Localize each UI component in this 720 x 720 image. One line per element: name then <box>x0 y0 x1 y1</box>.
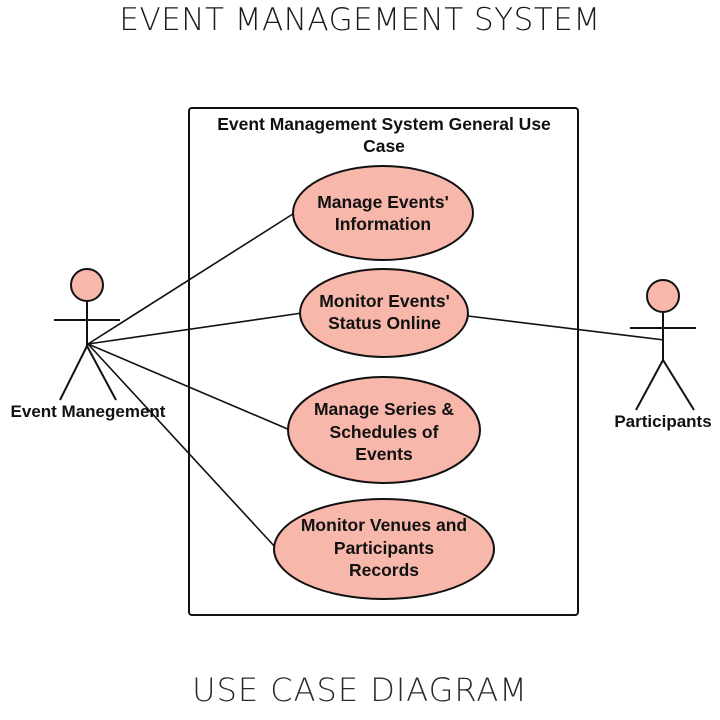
use-case-ellipse[interactable] <box>292 165 474 261</box>
page-title: EVENT MANAGEMENT SYSTEM <box>119 2 601 38</box>
association-line <box>87 343 277 549</box>
actor-left-leg <box>59 345 88 401</box>
association-line <box>87 211 297 345</box>
actor-event-management[interactable] <box>54 268 120 401</box>
use-case-ellipse[interactable] <box>299 268 469 358</box>
use-case-ellipse[interactable] <box>287 376 481 484</box>
actor-participants[interactable] <box>630 279 696 411</box>
system-title: Event Management System General Use Case <box>217 114 551 156</box>
actor-label-left: Event Manegement <box>10 402 166 421</box>
actor-label-right: Participants <box>614 412 712 431</box>
association-line <box>467 315 665 341</box>
use-case-ellipse[interactable] <box>273 498 495 600</box>
association-line <box>87 312 303 345</box>
use-case-label: Monitor Events' Status Online <box>319 290 450 334</box>
use-case-label: Manage Series & Schedules of Events <box>313 399 455 465</box>
actor-left-leg <box>635 359 664 411</box>
system-boundary <box>188 107 579 616</box>
actor-head <box>646 279 680 313</box>
diagram-caption: USE CASE DIAGRAM <box>192 671 528 709</box>
use-case-label: Manage Events' Information <box>317 191 449 235</box>
actor-right-leg <box>86 345 117 401</box>
use-case-label: Monitor Venues and Participants Records <box>300 515 468 581</box>
actor-right-leg <box>662 359 695 411</box>
actor-head <box>70 268 104 302</box>
